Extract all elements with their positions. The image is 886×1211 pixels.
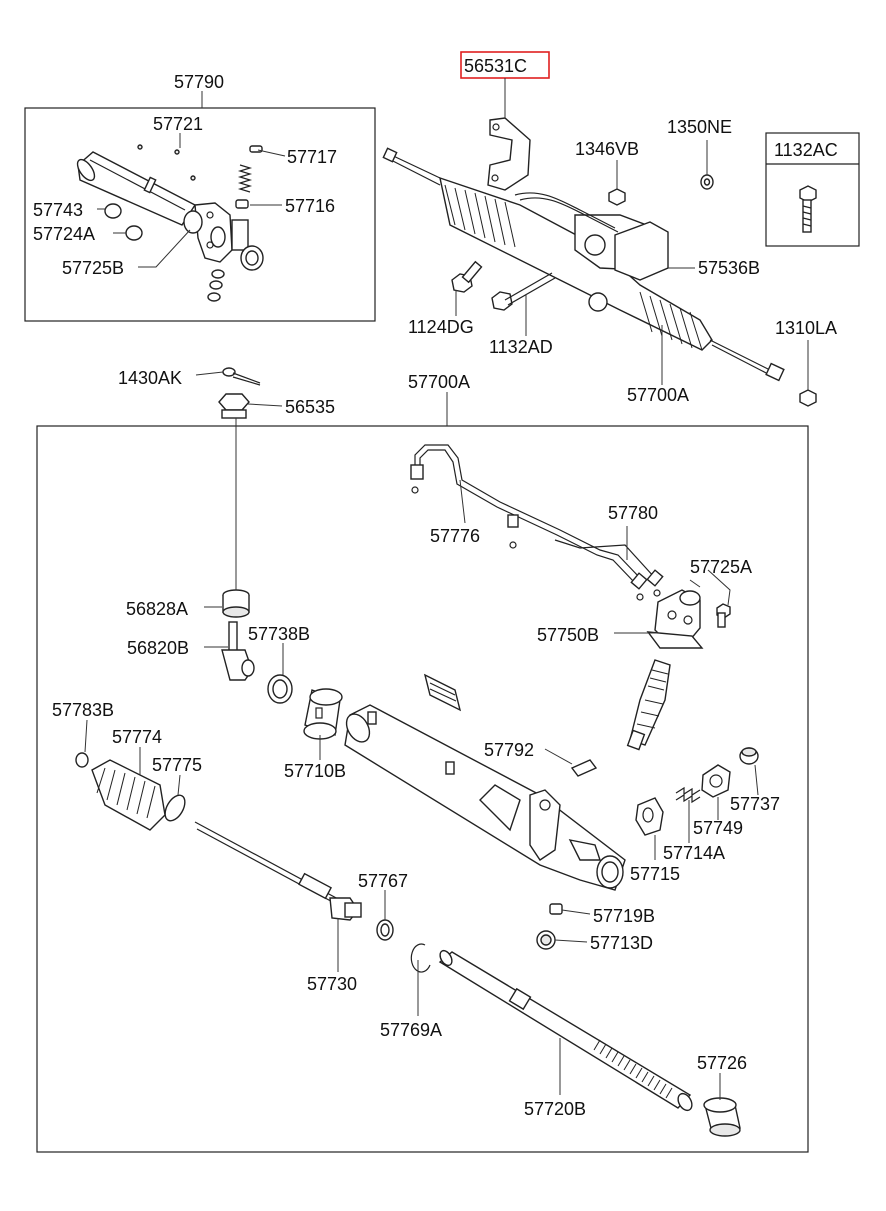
label-57775: 57775 — [152, 755, 202, 775]
o-rings-57743-57724a-drawing — [104, 144, 196, 241]
label-57749: 57749 — [693, 818, 743, 838]
label-1132ad: 1132AD — [489, 337, 553, 357]
mount-56828a-drawing — [222, 589, 250, 618]
nut-56535-drawing — [218, 393, 250, 419]
bolt-1132ac-drawing — [799, 185, 817, 233]
label-57774: 57774 — [112, 727, 162, 747]
label-57730: 57730 — [307, 974, 357, 994]
label-57700a-top: 57700A — [627, 385, 689, 405]
seal-kit-housing-drawing — [76, 151, 264, 271]
label-57776: 57776 — [430, 526, 480, 546]
label-56531c[interactable]: 56531C — [464, 56, 527, 76]
bolt-1132ad-drawing — [491, 272, 556, 311]
leader-lines — [84, 78, 809, 1100]
bolt-57725a-drawing — [716, 603, 731, 628]
rack-assembly-top-drawing — [382, 147, 785, 382]
cap-57737-drawing — [739, 747, 759, 765]
nut-1346vb-drawing — [608, 188, 626, 206]
label-57783b: 57783B — [52, 700, 114, 720]
spring-57716-drawing — [235, 145, 263, 209]
label-57737: 57737 — [730, 794, 780, 814]
small-seals-stack-drawing — [207, 269, 225, 302]
ball-joint-56820b-drawing — [221, 621, 255, 681]
spring-57714a-drawing — [675, 786, 701, 804]
washer-57767-drawing — [376, 919, 394, 941]
lock-nut-57749-drawing — [701, 764, 731, 798]
label-57714a: 57714A — [663, 843, 725, 863]
label-57790: 57790 — [174, 72, 224, 92]
label-57738b: 57738B — [248, 624, 310, 644]
label-57721: 57721 — [153, 114, 203, 134]
pressure-tubes-57776-57780-drawing — [410, 444, 664, 601]
label-57700a-box: 57700A — [408, 372, 470, 392]
boot-57774-drawing — [91, 759, 166, 831]
snap-ring-57769a-drawing — [410, 943, 431, 973]
label-57780: 57780 — [608, 503, 658, 523]
label-1350ne: 1350NE — [667, 117, 732, 137]
clip-57783b-drawing — [75, 752, 89, 768]
washer-1350ne-drawing — [700, 174, 714, 190]
gear-housing-tube-drawing — [344, 704, 626, 891]
label-57716: 57716 — [285, 196, 335, 216]
clip-57775-drawing — [164, 794, 186, 822]
label-1132ac: 1132AC — [774, 140, 838, 160]
label-56535: 56535 — [285, 397, 335, 417]
label-57725b: 57725B — [62, 258, 124, 278]
seal-57713d-drawing — [536, 930, 556, 950]
label-57725a: 57725A — [690, 557, 752, 577]
label-57750b: 57750B — [537, 625, 599, 645]
label-57720b: 57720B — [524, 1099, 586, 1119]
label-1430ak: 1430AK — [118, 368, 182, 388]
label-57767: 57767 — [358, 871, 408, 891]
label-57710b: 57710B — [284, 761, 346, 781]
label-57536b: 57536B — [698, 258, 760, 278]
label-57724a: 57724A — [33, 224, 95, 244]
yoke-57715-drawing — [635, 797, 664, 836]
bracket-56531c-drawing — [487, 117, 531, 191]
label-1124dg: 1124DG — [408, 317, 474, 337]
label-57743: 57743 — [33, 200, 83, 220]
label-57719b: 57719B — [593, 906, 655, 926]
label-57726: 57726 — [697, 1053, 747, 1073]
pinion-shaft-drawing — [626, 659, 671, 751]
label-56820b: 56820B — [127, 638, 189, 658]
label-57769a: 57769A — [380, 1020, 442, 1040]
bushing-57726-drawing — [703, 1097, 741, 1137]
label-57713d: 57713D — [590, 933, 653, 953]
label-56828a: 56828A — [126, 599, 188, 619]
label-1310la: 1310LA — [775, 318, 837, 338]
label-57717: 57717 — [287, 147, 337, 167]
bushing-57738b-drawing — [267, 674, 293, 704]
tie-rod-57730-drawing — [194, 821, 362, 921]
bushing-57710b-drawing — [303, 688, 343, 740]
plug-57792-drawing — [570, 759, 598, 777]
rack-bar-57720b-drawing — [438, 949, 693, 1112]
cotter-pin-1430ak-drawing — [222, 367, 261, 386]
bolt-1124dg-drawing — [451, 260, 483, 293]
bolt-1132ac-frame — [765, 132, 860, 247]
nut-1310la-drawing — [799, 389, 817, 407]
label-57792: 57792 — [484, 740, 534, 760]
label-1346vb: 1346VB — [575, 139, 639, 159]
gear-box-assembly-frame — [36, 425, 809, 1153]
seal-kit-frame — [24, 107, 376, 322]
valve-housing-57750b-drawing — [646, 589, 704, 649]
shim-plate-drawing — [423, 673, 462, 712]
label-57715: 57715 — [630, 864, 680, 884]
plug-57719b-drawing — [549, 903, 563, 915]
